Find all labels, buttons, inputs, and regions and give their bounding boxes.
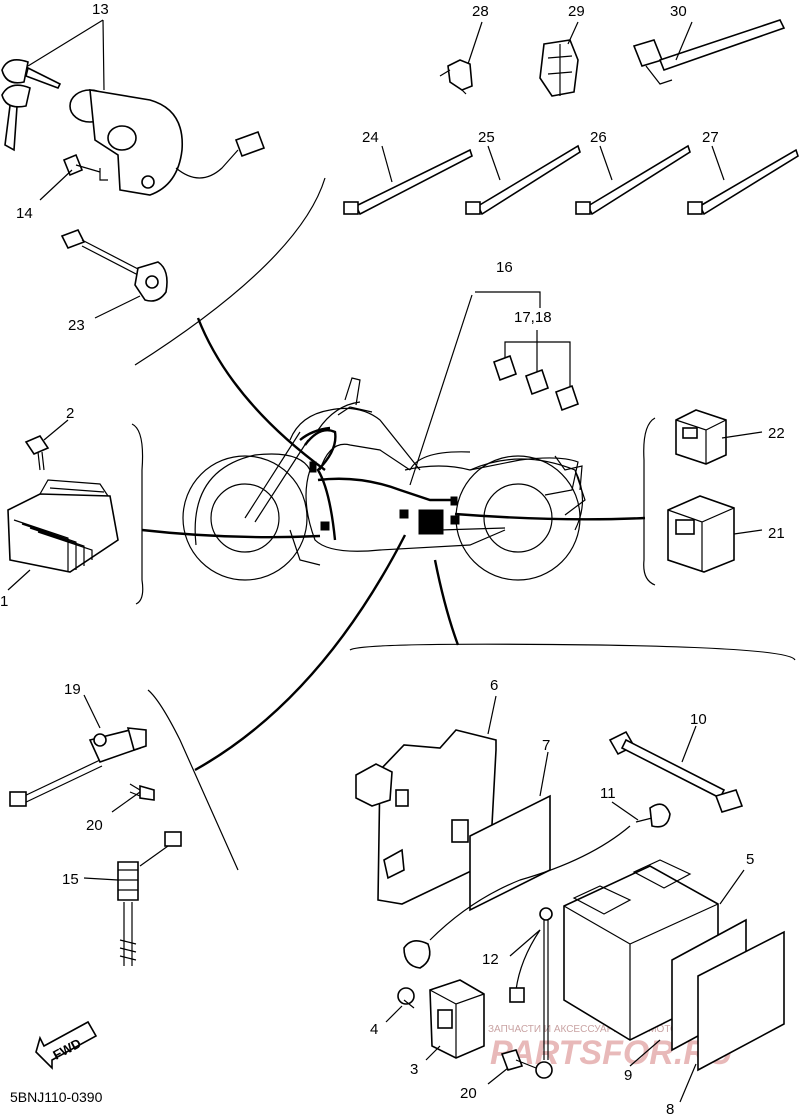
- leader-wire-top: [196, 317, 326, 471]
- callout-4: 4: [370, 1021, 378, 1038]
- top-left-section-arc: [134, 177, 326, 366]
- pad-8[interactable]: [697, 930, 785, 1072]
- leader-wire-left: [141, 528, 321, 539]
- rectifier-regulator-1[interactable]: [7, 479, 119, 573]
- key-head-2: [1, 84, 31, 108]
- callout-30: 30: [670, 3, 687, 20]
- callout-12: 12: [482, 951, 499, 968]
- relay-22[interactable]: [675, 409, 727, 465]
- breather-hose-11[interactable]: [403, 803, 671, 969]
- bottom-right-section-arc: [349, 643, 796, 661]
- left-bracket: [131, 423, 144, 605]
- bolt-14[interactable]: [62, 153, 108, 181]
- callout-9: 9: [624, 1067, 632, 1084]
- cable-tie-24[interactable]: [343, 148, 473, 216]
- leader-wire-bottom-left: [194, 534, 407, 772]
- callout-16: 16: [496, 259, 513, 276]
- cable-tie-27[interactable]: [687, 148, 799, 216]
- motorcycle-outline: [182, 377, 586, 581]
- cable-tie-clip-30[interactable]: [632, 19, 786, 85]
- leader-line-16: [409, 294, 473, 486]
- screw-4[interactable]: [397, 987, 415, 1009]
- sensor-19[interactable]: [9, 727, 147, 807]
- callout-3: 3: [410, 1061, 418, 1078]
- callout-15: 15: [62, 871, 79, 888]
- watermark-caption: ЗАПЧАСТИ И АКСЕССУАРЫ ДЛЯ МОТОТЕХНИКИ: [488, 1024, 725, 1035]
- callout-8: 8: [666, 1101, 674, 1116]
- forward-direction-arrow: FWD: [35, 1020, 98, 1070]
- callout-13: 13: [92, 1, 109, 18]
- callout-23: 23: [68, 317, 85, 334]
- bottom-left-section-arc: [147, 689, 239, 871]
- callout-19: 19: [64, 681, 81, 698]
- callout-25: 25: [478, 129, 495, 146]
- starter-relay-3[interactable]: [429, 979, 485, 1059]
- callout-1: 1: [0, 593, 8, 610]
- callout-20-lower: 20: [460, 1085, 477, 1102]
- callout-26: 26: [590, 129, 607, 146]
- harness-fuse-16[interactable]: [475, 291, 580, 412]
- callout-21: 21: [768, 525, 785, 542]
- leader-wire-right: [454, 512, 646, 521]
- screw-20-upper[interactable]: [129, 783, 155, 801]
- cable-tie-26[interactable]: [575, 144, 691, 216]
- key-head-1: [1, 59, 29, 84]
- bolt-20-lower[interactable]: [500, 1049, 537, 1071]
- clip-28[interactable]: [439, 59, 473, 95]
- battery-strap-10[interactable]: [608, 730, 744, 813]
- callout-28: 28: [472, 3, 489, 20]
- callout-6: 6: [490, 677, 498, 694]
- callout-17-18: 17,18: [514, 309, 552, 326]
- clip-29[interactable]: [539, 39, 579, 97]
- key-shaft: [25, 66, 62, 90]
- callout-11: 11: [600, 785, 616, 802]
- bolt-2[interactable]: [24, 435, 50, 471]
- callout-20-upper: 20: [86, 817, 103, 834]
- callout-10: 10: [690, 711, 707, 728]
- callout-29: 29: [568, 3, 585, 20]
- leader-wire-bottom-right: [433, 559, 460, 646]
- main-switch-13[interactable]: [1, 59, 266, 196]
- callout-7: 7: [542, 737, 550, 754]
- callout-5: 5: [746, 851, 754, 868]
- callout-24: 24: [362, 129, 379, 146]
- callout-2: 2: [66, 405, 74, 422]
- callout-14: 14: [16, 205, 33, 222]
- battery-bracket-6[interactable]: [355, 729, 497, 905]
- diagram-code: 5BNJ110-0390: [10, 1089, 103, 1105]
- switch-cable-23[interactable]: [60, 228, 168, 302]
- right-bracket: [643, 417, 656, 586]
- flasher-relay-21[interactable]: [667, 495, 735, 573]
- neutral-switch-15[interactable]: [117, 831, 182, 966]
- callout-27: 27: [702, 129, 719, 146]
- callout-22: 22: [768, 425, 785, 442]
- lead-12[interactable]: [509, 907, 553, 1079]
- cable-tie-25[interactable]: [465, 144, 581, 216]
- callout-leaders: [7, 19, 763, 1103]
